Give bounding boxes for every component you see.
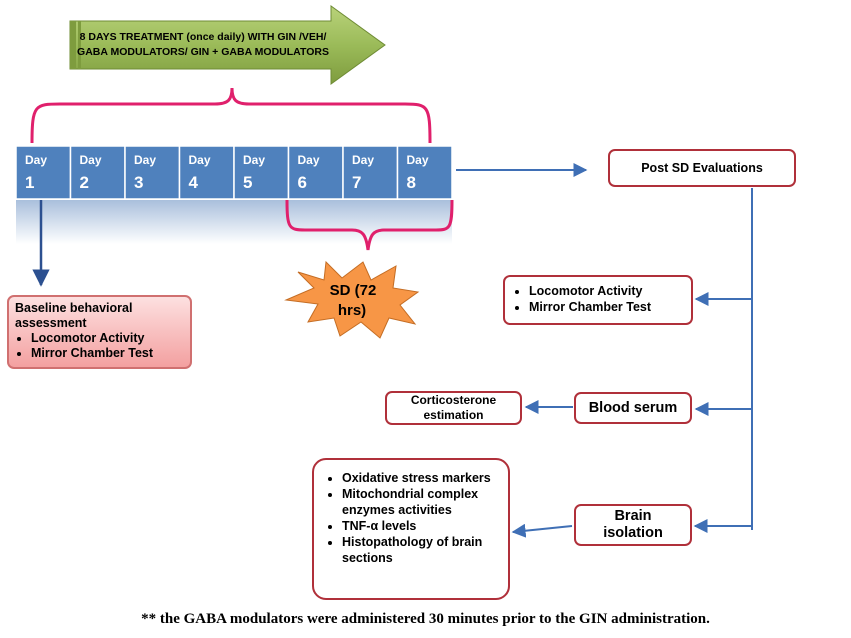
brain-isolation-line2: isolation bbox=[603, 525, 663, 541]
baseline-item: Locomotor Activity bbox=[31, 331, 184, 346]
day-number: 2 bbox=[80, 173, 89, 192]
baseline-list: Locomotor Activity Mirror Chamber Test bbox=[15, 331, 184, 361]
treatment-arrow: 8 DAYS TREATMENT (once daily) WITH GIN /… bbox=[69, 5, 386, 85]
day-number: 7 bbox=[352, 173, 361, 192]
post-sd-evaluations-box: Post SD Evaluations bbox=[608, 149, 796, 187]
brain-isolation-box: Brain isolation bbox=[574, 504, 692, 546]
brain-isolation-line1: Brain bbox=[614, 508, 652, 524]
brain-marker-item: Histopathology of brain sections bbox=[342, 534, 500, 566]
footnote: ** the GABA modulators were administered… bbox=[141, 611, 710, 627]
day-label: Day bbox=[407, 153, 429, 167]
day-label: Day bbox=[352, 153, 374, 167]
behavior-tests-list: Locomotor Activity Mirror Chamber Test bbox=[513, 283, 683, 315]
day-cell bbox=[396, 145, 453, 200]
brain-to-markers-arrow bbox=[511, 523, 573, 538]
behavior-test-item: Locomotor Activity bbox=[529, 283, 683, 299]
corticosterone-box: Corticosterone estimation bbox=[385, 391, 522, 425]
brain-markers-list: Oxidative stress markers Mitochondrial c… bbox=[326, 470, 500, 566]
post-sd-label: Post SD Evaluations bbox=[641, 161, 763, 175]
day-cell bbox=[124, 145, 181, 200]
blood-serum-box: Blood serum bbox=[574, 392, 692, 424]
day-number: 5 bbox=[243, 173, 252, 192]
sd-burst bbox=[284, 260, 420, 339]
brain-marker-item: Oxidative stress markers bbox=[342, 470, 500, 486]
day-label: Day bbox=[243, 153, 265, 167]
day-cell bbox=[342, 145, 399, 200]
behavior-tests-box: Locomotor Activity Mirror Chamber Test bbox=[503, 275, 693, 325]
day-label: Day bbox=[80, 153, 102, 167]
brain-marker-item: Mitochondrial complex enzymes activities bbox=[342, 486, 500, 518]
blood-serum-label: Blood serum bbox=[588, 400, 678, 416]
day-number: 4 bbox=[189, 173, 199, 192]
treatment-text-line1: 8 DAYS TREATMENT (once daily) WITH GIN /… bbox=[80, 31, 327, 43]
baseline-title-line1: Baseline behavioral bbox=[15, 301, 133, 315]
brain-marker-item: TNF-α levels bbox=[342, 518, 500, 534]
day-number: 1 bbox=[25, 173, 34, 192]
day-number: 6 bbox=[298, 173, 307, 192]
day-label: Day bbox=[189, 153, 211, 167]
treatment-bracket bbox=[30, 87, 432, 144]
day-label: Day bbox=[25, 153, 47, 167]
treatment-text-line2: GABA MODULATORS/ GIN + GABA MODULATORS bbox=[77, 46, 329, 58]
day-number: 3 bbox=[134, 173, 143, 192]
corticosterone-line2: estimation bbox=[423, 408, 484, 422]
day-number: 8 bbox=[407, 173, 416, 192]
sd-label-line2: hrs) bbox=[338, 302, 366, 319]
day-label: Day bbox=[134, 153, 156, 167]
corticosterone-line1: Corticosterone bbox=[410, 393, 497, 407]
sd-bracket bbox=[285, 199, 454, 251]
baseline-item: Mirror Chamber Test bbox=[31, 346, 184, 361]
brain-markers-box: Oxidative stress markers Mitochondrial c… bbox=[312, 458, 510, 600]
timeline-shadow bbox=[16, 200, 452, 244]
baseline-assessment-box: Baseline behavioral assessment Locomotor… bbox=[7, 295, 192, 369]
day-label: Day bbox=[298, 153, 320, 167]
behavior-test-item: Mirror Chamber Test bbox=[529, 299, 683, 315]
baseline-title-line2: assessment bbox=[15, 316, 87, 330]
timeline-days: Day 1 Day 2 Day 3 Day 4 Day 5 Day 6 Day 7 Day 8 bbox=[15, 145, 453, 200]
sd-label-line1: SD (72 bbox=[330, 282, 377, 299]
